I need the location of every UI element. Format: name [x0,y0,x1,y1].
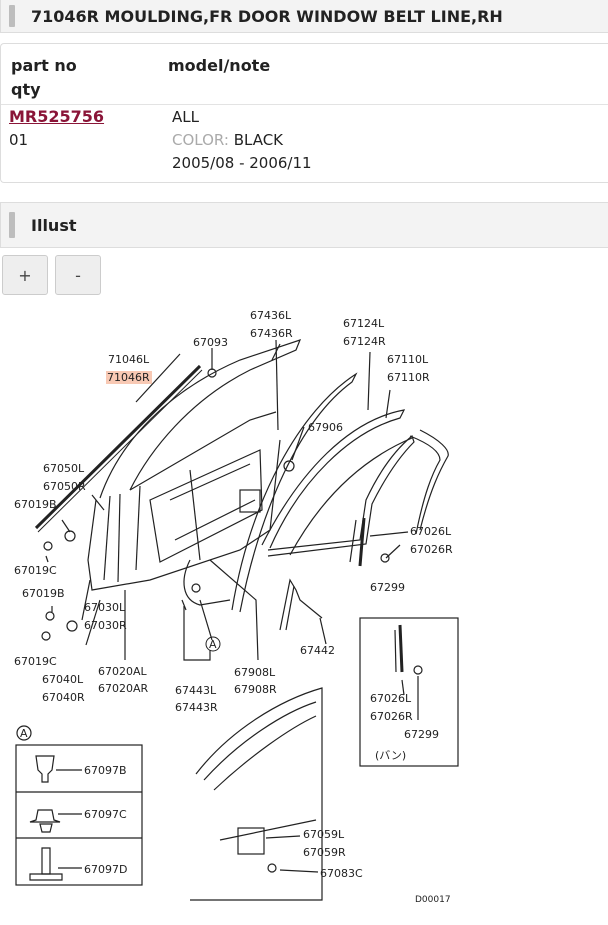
label-67026R-b: 67026R [370,710,413,723]
label-67019B-a: 67019B [14,498,57,511]
label-67040R: 67040R [42,691,85,704]
label-67299: 67299 [370,581,405,594]
illust-title: Illust [31,215,77,235]
color-note: COLOR: BLACK [172,131,283,149]
row-divider [1,104,608,105]
label-67436L: 67436L [250,309,292,322]
callout-circle-a [205,636,221,652]
label-67097C: 67097C [84,808,127,821]
label-67026L-b: 67026L [370,692,412,705]
qty-value: 01 [9,131,29,149]
label-67124R: 67124R [343,335,386,348]
model-value: ALL [172,108,199,126]
illust-header: Illust [0,202,608,248]
selected-part-highlight [106,371,152,384]
label-67443L: 67443L [175,684,217,697]
label-71046R[interactable]: 71046R [107,371,150,384]
label-67443R: 67443R [175,701,218,714]
label-67097D: 67097D [84,863,127,876]
label-67019B-b: 67019B [22,587,65,600]
label-67059R: 67059R [303,846,346,859]
header-accent-bar [9,212,15,238]
label-67030L: 67030L [84,601,126,614]
diagram-code: D00017 [415,895,451,905]
parts-table: part no qty model/note MR525756 01 ALL C… [0,43,608,183]
diagram-labels: 67436L 67436R 67124L 67124R 67093 71046L… [14,309,453,905]
color-value: BLACK [233,131,284,149]
label-67019C-b: 67019C [14,655,57,668]
col-header-part-no: part no [11,56,77,75]
label-71046L: 71046L [108,353,150,366]
label-67908R: 67908R [234,683,277,696]
label-67030R: 67030R [84,619,127,632]
col-header-qty: qty [11,80,41,99]
label-67020AL: 67020AL [98,665,148,678]
label-67436R: 67436R [250,327,293,340]
header-accent-bar [9,5,15,27]
label-67908L: 67908L [234,666,276,679]
label-legend-a: A [20,727,28,740]
zoom-out-button[interactable]: - [55,255,101,295]
label-67026L: 67026L [410,525,452,538]
label-67442: 67442 [300,644,335,657]
label-circle-a: A [209,638,217,651]
part-title: 71046R MOULDING,FR DOOR WINDOW BELT LINE… [31,6,503,26]
label-67050R: 67050R [43,480,86,493]
label-67097B: 67097B [84,764,127,777]
label-67093: 67093 [193,336,228,349]
label-67299-b: 67299 [404,728,439,741]
part-title-header: 71046R MOULDING,FR DOOR WINDOW BELT LINE… [0,0,608,33]
label-67040L: 67040L [42,673,84,686]
label-67110L: 67110L [387,353,429,366]
zoom-in-button[interactable]: + [2,255,48,295]
label-67110R: 67110R [387,371,430,384]
door-drawing [15,339,459,901]
color-label: COLOR: [172,131,229,149]
label-67059L: 67059L [303,828,345,841]
date-range: 2005/08 - 2006/11 [172,154,312,172]
label-67019C-a: 67019C [14,564,57,577]
label-67083C: 67083C [320,867,363,880]
label-van: (バン) [375,749,406,762]
label-67906: 67906 [308,421,343,434]
part-number-link[interactable]: MR525756 [9,107,105,126]
label-67124L: 67124L [343,317,385,330]
label-67026R: 67026R [410,543,453,556]
col-header-model-note: model/note [168,56,271,75]
label-67050L: 67050L [43,462,85,475]
parts-illustration[interactable]: 67436L 67436R 67124L 67124R 67093 71046L… [0,300,608,925]
label-67020AR: 67020AR [98,682,149,695]
